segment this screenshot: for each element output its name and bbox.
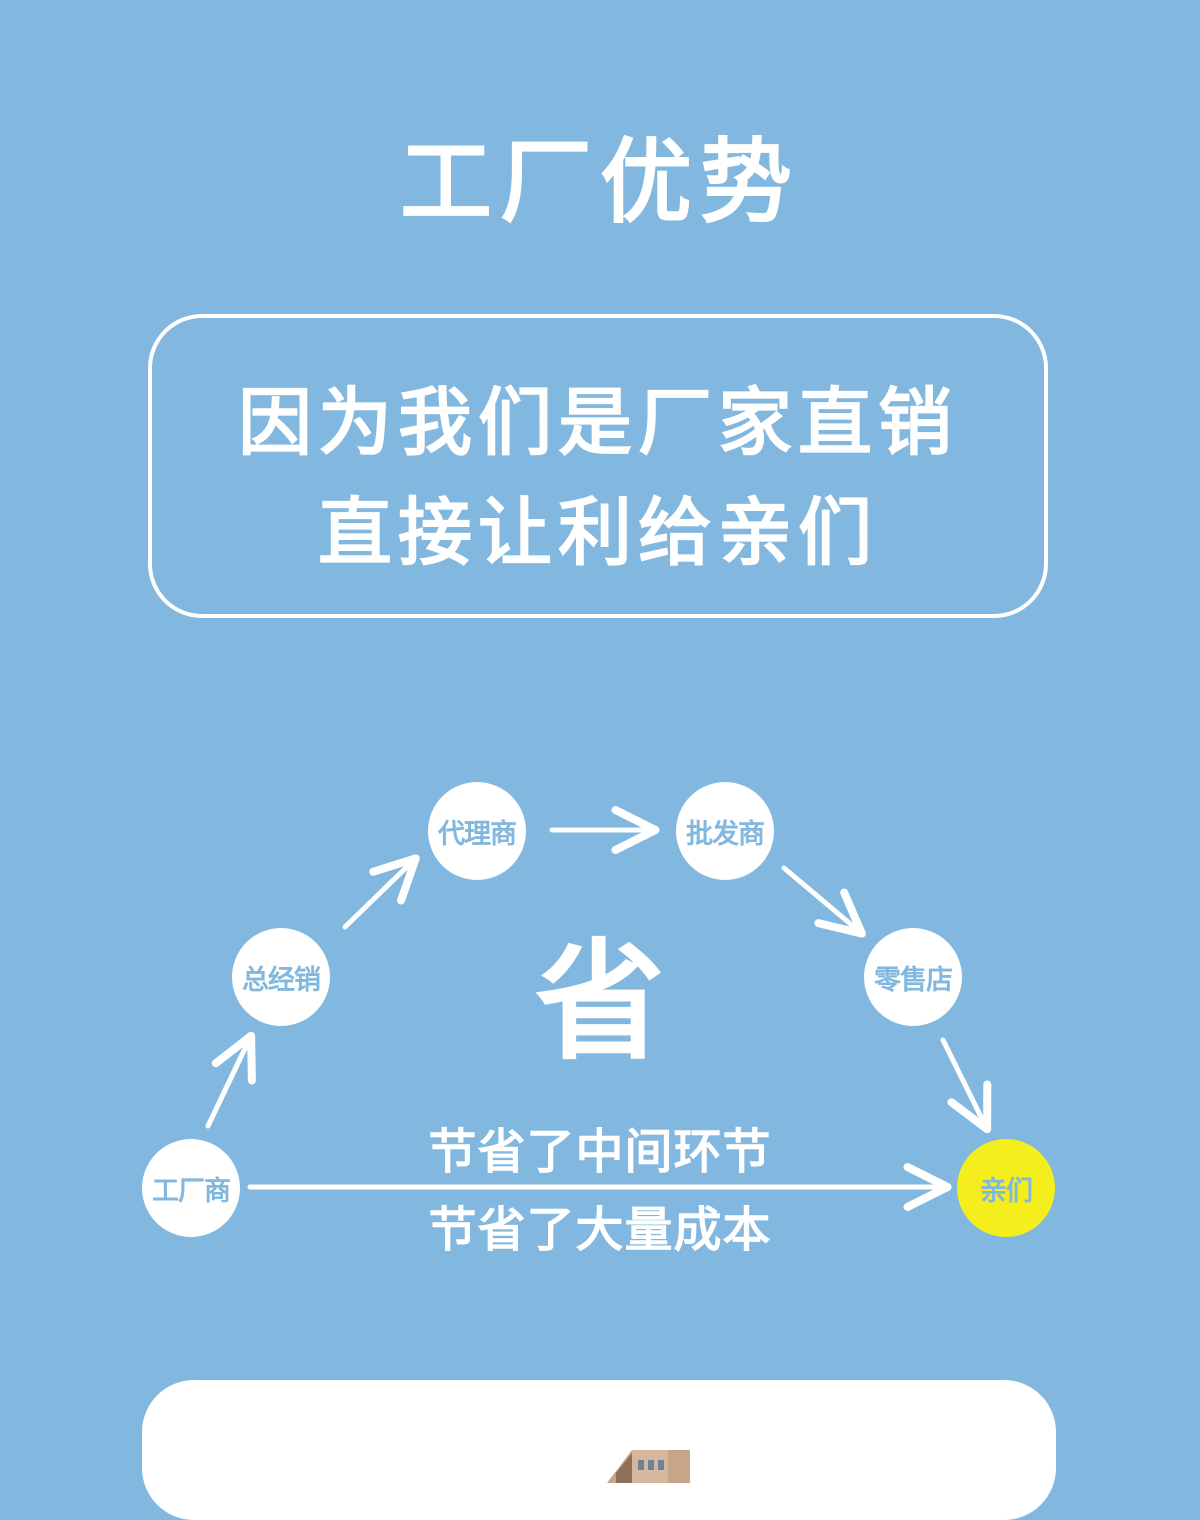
slogan-box: 因为我们是厂家直销 直接让利给亲们 bbox=[148, 314, 1048, 618]
bottom-card bbox=[142, 1380, 1056, 1520]
saving-line-2: 节省了大量成本 bbox=[428, 1202, 772, 1258]
arrow-wholesaler-to-retailer bbox=[781, 865, 866, 938]
page-title: 工厂优势 bbox=[399, 129, 800, 236]
slogan-line-1: 因为我们是厂家直销 bbox=[238, 380, 958, 466]
building-image bbox=[607, 1450, 690, 1483]
arrow-factory-to-distributor bbox=[205, 1031, 256, 1129]
node-general-distributor: 总经销 bbox=[232, 928, 330, 1026]
arrow-distributor-to-agent bbox=[342, 854, 420, 930]
node-customers: 亲们 bbox=[957, 1139, 1055, 1237]
arrow-retailer-to-customers bbox=[940, 1037, 992, 1134]
flow-arrows bbox=[205, 806, 992, 1211]
saving-line-1: 节省了中间环节 bbox=[428, 1124, 772, 1180]
node-factory: 工厂商 bbox=[142, 1139, 240, 1237]
center-save-character: 省 bbox=[534, 926, 665, 1078]
slogan-line-2: 直接让利给亲们 bbox=[318, 490, 878, 576]
node-retailer: 零售店 bbox=[864, 928, 962, 1026]
node-agent: 代理商 bbox=[428, 782, 526, 880]
node-wholesaler: 批发商 bbox=[676, 782, 774, 880]
